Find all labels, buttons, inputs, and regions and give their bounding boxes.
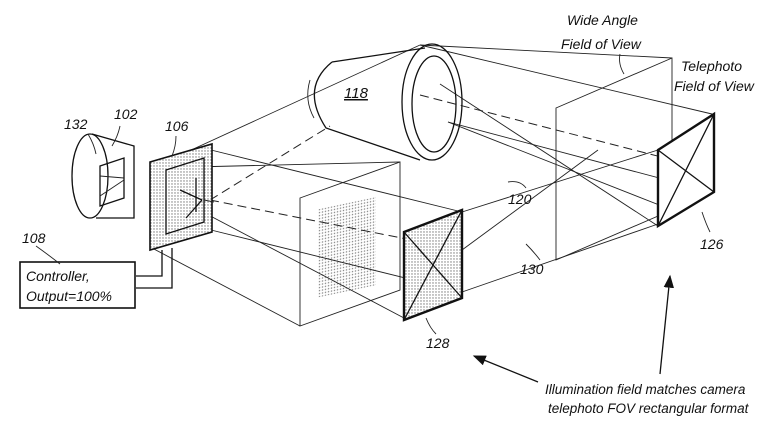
caption-line2: telephoto FOV rectangular format: [548, 401, 750, 416]
illumination-target-128: [402, 208, 464, 322]
ref-label-118: 118: [344, 85, 369, 102]
ref-label-102: 102: [114, 106, 138, 122]
ref-label-106: 106: [165, 118, 189, 134]
ref-label-132: 132: [64, 116, 88, 132]
illumination-beam-lines: [151, 44, 659, 327]
wide-angle-fov-plane: [555, 57, 673, 261]
ref-label-108: 108: [22, 230, 46, 246]
controller-wiring: [136, 248, 173, 289]
illumination-field-stipple: [318, 197, 376, 298]
wide-angle-label-line1: Wide Angle: [567, 12, 638, 28]
camera-lens-118: [307, 43, 463, 161]
ref-label-130: 130: [520, 261, 544, 277]
controller-label-line1: Controller,: [26, 268, 90, 284]
illumination-plane: [299, 161, 401, 327]
wide-angle-label-line2: Field of View: [561, 36, 642, 52]
ref-label-120: 120: [508, 191, 532, 207]
telephoto-label-line2: Field of View: [674, 78, 755, 94]
controller-box-108: [19, 261, 136, 309]
ref-label-126: 126: [700, 236, 724, 252]
arrow-to-illumination-field: [472, 355, 539, 383]
optical-element-106: [149, 142, 215, 252]
leader-lines: [35, 53, 711, 335]
telephoto-label-line1: Telephoto: [681, 58, 742, 74]
telephoto-fov-target-126: [656, 111, 716, 229]
arrow-to-telephoto-field: [659, 274, 674, 375]
emitter-102: [71, 133, 135, 219]
ref-label-128: 128: [426, 335, 450, 351]
controller-label-line2: Output=100%: [26, 288, 112, 304]
caption-line1: Illumination field matches camera: [545, 382, 746, 397]
